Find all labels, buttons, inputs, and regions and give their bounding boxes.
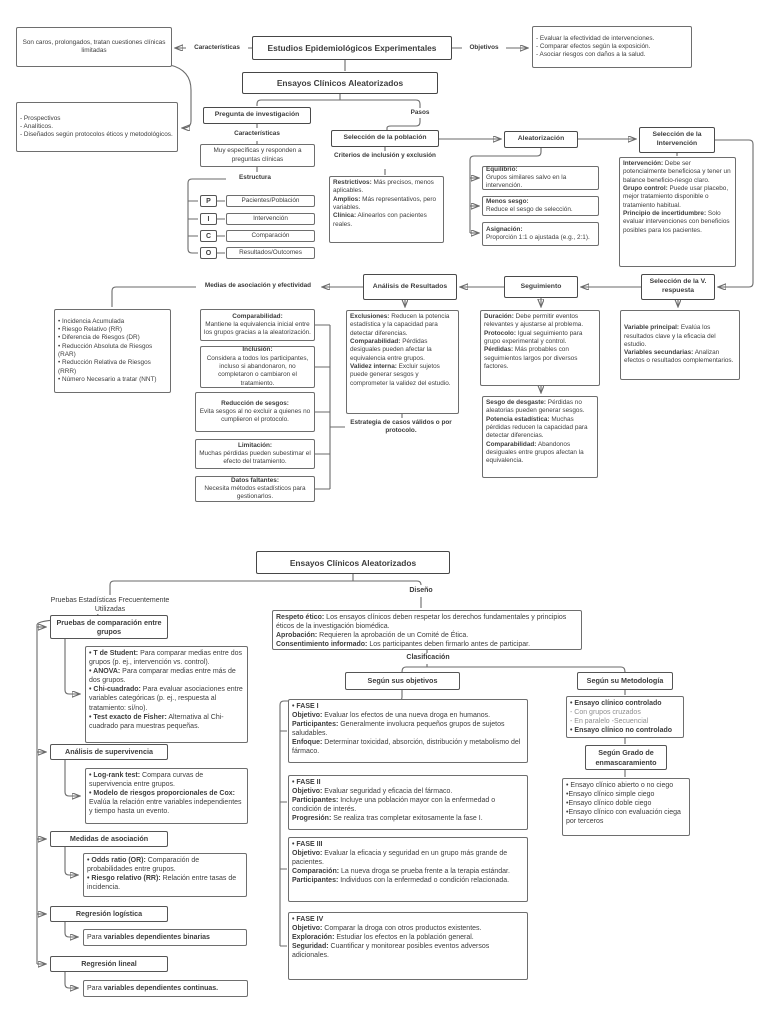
- node-aleatorizacion: Aleatorización: [504, 131, 578, 148]
- node-estudios-epidemiologicos: Estudios Epidemiológicos Experimentales: [252, 36, 452, 60]
- box-medidas-asociacion: • Incidencia Acumulada• Riesgo Relativo …: [54, 309, 171, 393]
- box-seguimiento-detalle: Duración: Debe permitir eventos relevant…: [480, 310, 600, 386]
- box-regresion-logistica: Para variables dependientes binarias: [83, 929, 247, 946]
- box-seguimiento-perdidas: Sesgo de desgaste: Pérdidas no aleatoria…: [482, 396, 598, 478]
- edge-label-criterios: Criterios de inclusión y exclusión: [334, 152, 436, 159]
- edge-label-clasificacion: Clasificación: [406, 654, 450, 661]
- box-itt-inclusion: Inclusión: Considera a todos los partici…: [200, 346, 315, 388]
- pico-label-resultados: Resultados/Outcomes: [226, 247, 315, 259]
- node-analisis-resultados: Análisis de Resultados: [363, 274, 457, 300]
- box-analisis-supervivencia: • Log-rank test: Compara curvas de super…: [85, 768, 248, 824]
- box-menos-sesgo: Menos sesgo: Reduce el sesgo de selecció…: [482, 196, 599, 216]
- pico-label-intervencion: Intervención: [226, 213, 315, 225]
- box-equilibrio: Equilibrio: Grupos similares salvo en la…: [482, 166, 599, 190]
- edge-label-caracteristicas: Características: [186, 44, 248, 52]
- box-metodologia: • Ensayo clínico controlado- Con grupos …: [566, 696, 684, 738]
- box-pruebas-comparacion: • T de Student: Para comparar medias ent…: [85, 646, 248, 743]
- edge-label-objetivos: Objetivos: [462, 44, 506, 52]
- node-regresion-logistica: Regresión logística: [50, 906, 168, 922]
- box-pregunta-caracteristicas: Muy específicas y responden a preguntas …: [200, 144, 315, 167]
- node-segun-metodologia: Según su Metodología: [577, 672, 673, 690]
- edge-label-caracteristicas-pregunta: Características: [234, 130, 280, 137]
- node-analisis-supervivencia: Análisis de supervivencia: [50, 744, 168, 760]
- box-asignacion: Asignación: Proporción 1:1 o ajustada (e…: [482, 222, 599, 246]
- node-pruebas-comparacion: Pruebas de comparación entre grupos: [50, 615, 168, 639]
- box-analisis-detalle: Exclusiones: Reducen la potencia estadís…: [346, 310, 459, 414]
- node-grado-enmascaramiento: Según Grado de enmascaramiento: [585, 745, 667, 770]
- edge-label-diseno: Diseño: [409, 587, 433, 594]
- box-itt-comparabilidad: Comparabilidad: Mantiene la equivalencia…: [200, 309, 315, 341]
- node-seguimiento: Seguimiento: [504, 276, 578, 298]
- edge-label-estructura: Estructura: [239, 174, 271, 181]
- box-itt-limitacion: Limitación: Muchas pérdidas pueden subes…: [195, 439, 315, 469]
- box-enmascaramiento: • Ensayo clínico abierto o no ciego•Ensa…: [562, 778, 690, 836]
- node-seleccion-poblacion: Selección de la población: [331, 130, 439, 147]
- box-tipo-estudio: - Prospectivos- Analíticos.- Diseñados s…: [16, 102, 178, 152]
- pico-letter-i: I: [200, 213, 217, 225]
- node-ensayos-clinicos-2: Ensayos Clínicos Aleatorizados: [256, 551, 450, 574]
- node-medidas-asociacion: Medidas de asociación: [50, 831, 168, 847]
- node-seleccion-variable-respuesta: Selección de la V. respuesta: [641, 274, 715, 300]
- box-variables-respuesta: Variable principal: Evalúa los resultado…: [620, 310, 740, 380]
- edge-label-pasos: Pasos: [410, 109, 430, 116]
- pico-letter-c: C: [200, 230, 217, 242]
- edge-label-pruebas-estadisticas: Pruebas Estadísticas Frecuentemente Util…: [50, 597, 170, 613]
- pico-label-comparacion: Comparación: [226, 230, 315, 242]
- node-segun-objetivos: Según sus objetivos: [345, 672, 460, 690]
- node-seleccion-intervencion: Selección de la Intervención: [639, 127, 715, 153]
- box-diseno-etica: Respeto ético: Los ensayos clínicos debe…: [272, 610, 582, 650]
- edge-label-estrategia-casos-validos: Estrategia de casos válidos o por protoc…: [350, 419, 452, 434]
- box-medidas-asociacion-2: • Odds ratio (OR): Comparación de probab…: [83, 853, 247, 897]
- node-pregunta-investigacion: Pregunta de investigación: [203, 107, 311, 124]
- pico-letter-o: O: [200, 247, 217, 259]
- box-objetivos: - Evaluar la efectividad de intervencion…: [532, 26, 692, 68]
- edge-label-medias-asociacion: Medias de asociación y efectividad: [196, 282, 320, 290]
- box-itt-datos-faltantes: Datos faltantes: Necesita métodos estadí…: [195, 476, 315, 502]
- box-intervencion-detalle: Intervención: Debe ser potencialmente be…: [619, 157, 736, 267]
- box-regresion-lineal: Para variables dependientes continuas.: [83, 980, 248, 997]
- pico-label-pacientes: Pacientes/Población: [226, 195, 315, 207]
- pico-letter-p: P: [200, 195, 217, 207]
- node-regresion-lineal: Regresión lineal: [50, 956, 168, 972]
- box-itt-reduccion-sesgos: Reducción de sesgos: Evita sesgos al no …: [195, 392, 315, 432]
- box-criterios-inclusion: Restrictivos: Más precisos, menos aplica…: [329, 176, 444, 243]
- box-caracteristicas-costos: Son caros, prolongados, tratan cuestione…: [16, 27, 172, 67]
- node-ensayos-clinicos: Ensayos Clínicos Aleatorizados: [242, 72, 438, 94]
